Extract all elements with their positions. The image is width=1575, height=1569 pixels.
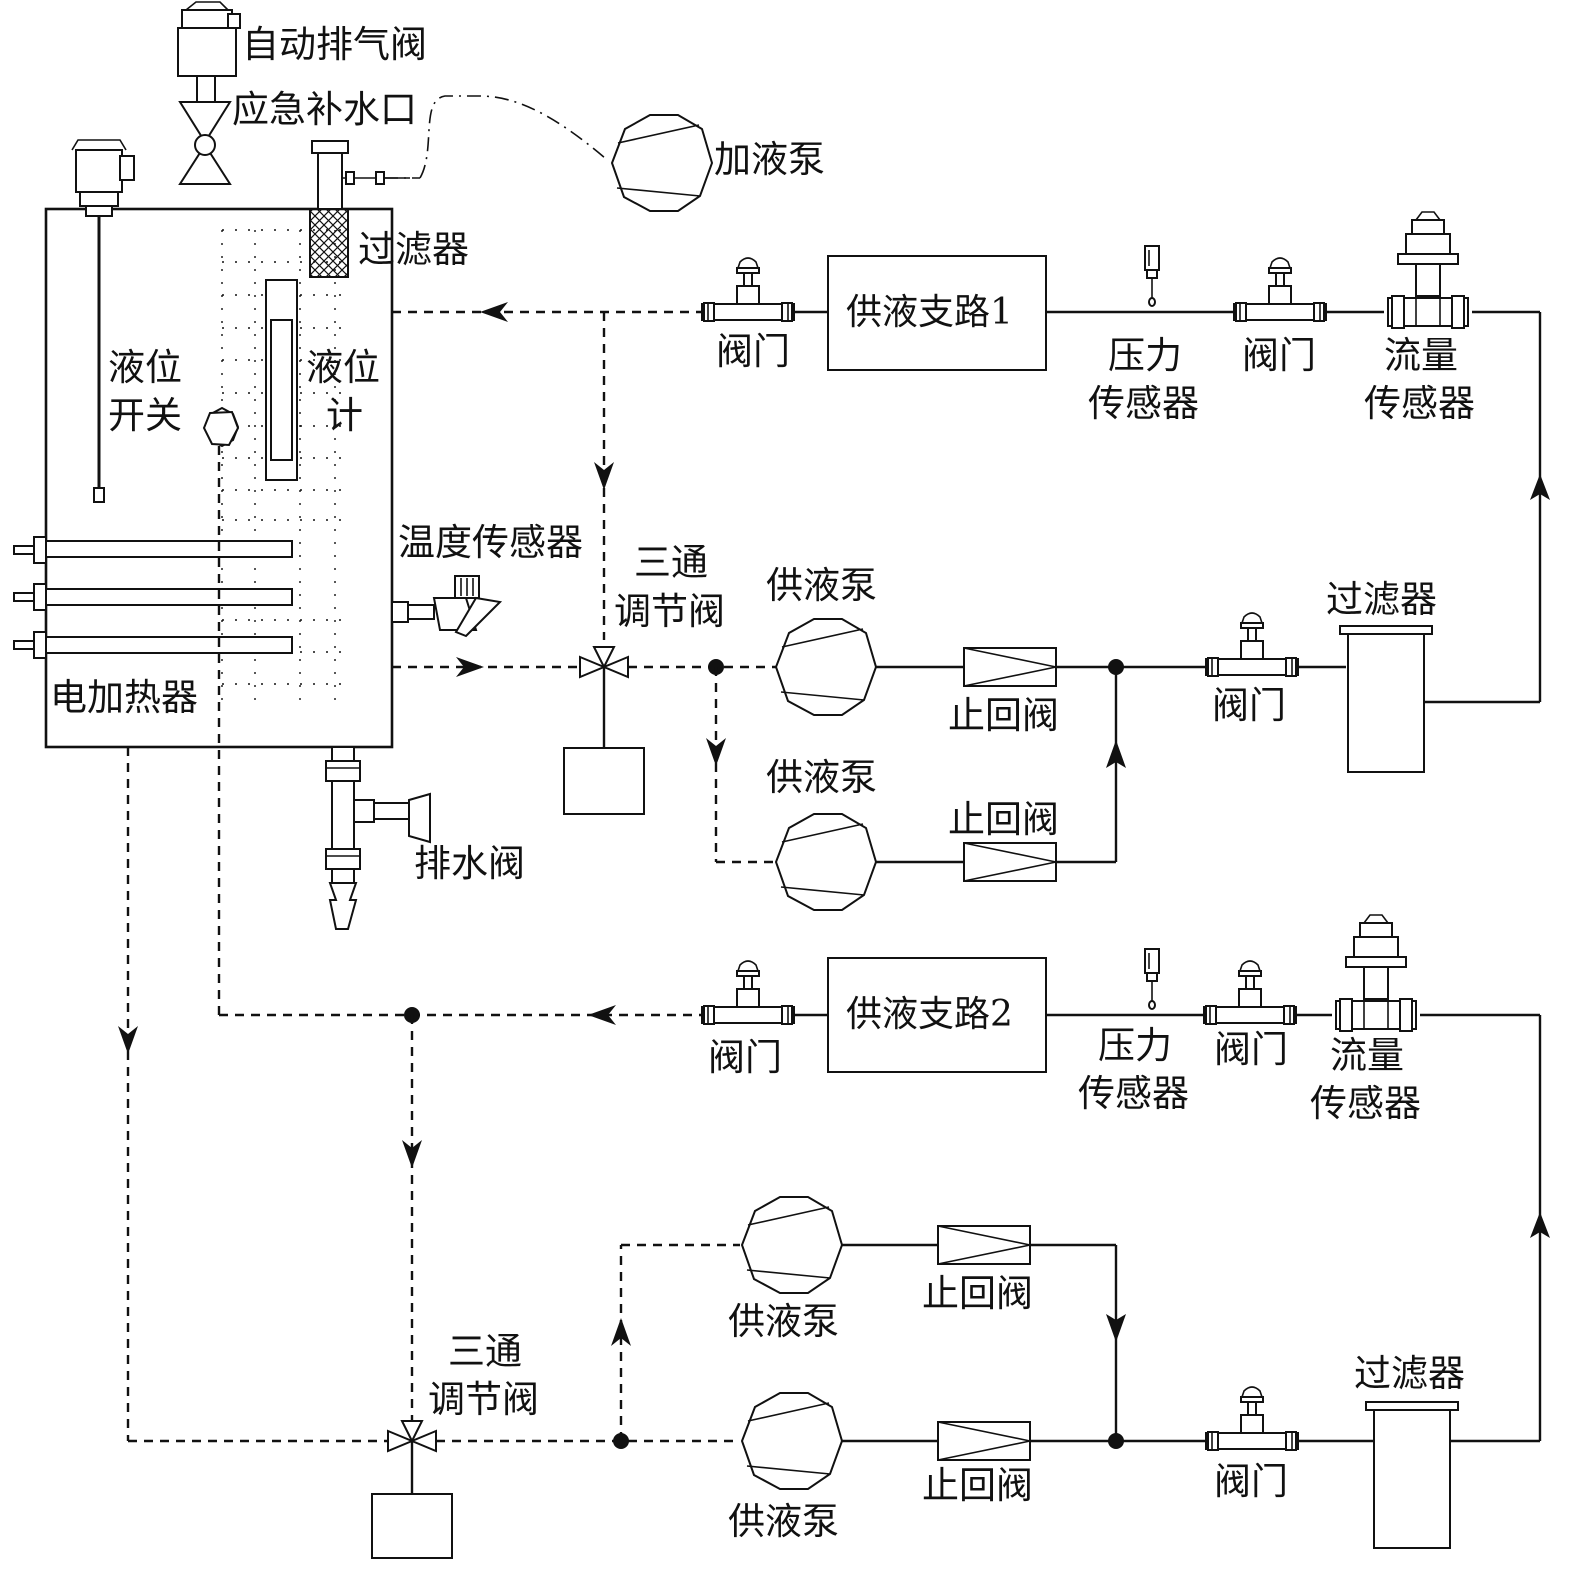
float-switch — [202, 406, 240, 448]
drain-valve — [325, 746, 431, 930]
branch1-flow-sensor — [1387, 211, 1469, 329]
branch2-pressure-sensor — [1144, 948, 1160, 1010]
branch1-valve — [1233, 257, 1327, 322]
label-branch2-return-valve: 阀门 — [708, 1036, 782, 1079]
label-upper-filter: 过滤器 — [1326, 578, 1437, 621]
branch2-supply-line — [790, 957, 1550, 1443]
label-upper-valve: 阀门 — [1212, 684, 1286, 727]
labels: 自动排气阀 应急补水口 加液泵 过滤器 液位 开关 液位 计 电加热器 温度传感… — [50, 23, 1475, 1543]
fill-pump — [611, 114, 713, 212]
temperature-sensor — [391, 575, 503, 638]
lower-check-valve-a — [937, 1225, 1031, 1265]
label-level-switch-2: 开关 — [108, 394, 182, 437]
label-upper-3way: 三通 — [634, 541, 708, 584]
label-branch2-flow-2: 传感器 — [1310, 1082, 1421, 1125]
label-level-gauge-2: 计 — [326, 394, 363, 437]
upper-pump-group-lines — [392, 657, 1346, 864]
label-branch2-pressure-2: 传感器 — [1078, 1072, 1189, 1115]
branch2-return-line — [118, 446, 702, 1443]
branch1-supply-line — [790, 255, 1550, 704]
label-lower-check-a: 止回阀 — [922, 1272, 1033, 1315]
label-branch2-box: 供液支路2 — [846, 994, 1013, 1035]
upper-valve — [1205, 612, 1299, 677]
label-level-switch: 液位 — [108, 346, 182, 389]
branch1-return-valve — [701, 257, 795, 322]
branch1-return-line — [392, 302, 702, 640]
label-lower-check-b: 止回阀 — [922, 1464, 1033, 1507]
label-branch1-flow-2: 传感器 — [1364, 382, 1475, 425]
label-drain-valve: 排水阀 — [414, 842, 525, 885]
label-tank-filter: 过滤器 — [358, 228, 469, 271]
label-lower-3way: 三通 — [448, 1330, 522, 1373]
label-branch2-pressure: 压力 — [1098, 1024, 1172, 1067]
label-lower-valve: 阀门 — [1214, 1460, 1288, 1503]
lower-pump-b — [741, 1392, 843, 1490]
label-upper-check-a: 止回阀 — [948, 694, 1059, 737]
upper-pump-a — [775, 618, 877, 716]
upper-check-valve-a — [963, 647, 1057, 687]
level-switch — [71, 139, 135, 503]
label-lower-pump-a: 供液泵 — [728, 1300, 839, 1343]
label-lower-3way-2: 调节阀 — [428, 1378, 539, 1421]
label-lower-pump-b: 供液泵 — [728, 1500, 839, 1543]
label-branch2-flow: 流量 — [1330, 1034, 1404, 1077]
label-branch1-box: 供液支路1 — [846, 292, 1013, 333]
tank-filter — [309, 208, 349, 278]
label-branch1-pressure-2: 传感器 — [1088, 382, 1199, 425]
label-branch1-return-valve: 阀门 — [716, 330, 790, 373]
lower-filter — [1365, 1401, 1459, 1549]
label-branch2-valve: 阀门 — [1214, 1028, 1288, 1071]
label-auto-vent: 自动排气阀 — [242, 23, 427, 66]
label-branch1-valve: 阀门 — [1242, 334, 1316, 377]
upper-check-valve-b — [963, 842, 1057, 882]
auto-vent-valve — [177, 1, 241, 185]
lower-valve — [1205, 1386, 1299, 1451]
label-electric-heater: 电加热器 — [50, 676, 198, 719]
branch2-return-valve — [701, 960, 795, 1025]
level-gauge — [265, 279, 298, 481]
label-upper-3way-2: 调节阀 — [614, 590, 725, 633]
label-upper-check-b: 止回阀 — [948, 798, 1059, 841]
label-upper-pump-a: 供液泵 — [766, 564, 877, 607]
label-emergency-fill: 应急补水口 — [232, 88, 417, 131]
label-temperature-sensor: 温度传感器 — [398, 521, 583, 564]
branch2-flow-sensor — [1335, 914, 1417, 1032]
fill-pump-line — [419, 95, 606, 179]
lower-pump-group-lines — [371, 1243, 1374, 1559]
label-branch1-pressure: 压力 — [1108, 334, 1182, 377]
lower-check-valve-b — [937, 1421, 1031, 1461]
electric-heater — [13, 536, 293, 659]
upper-pump-b — [775, 813, 877, 911]
label-fill-pump: 加液泵 — [714, 138, 825, 181]
lower-pump-a — [741, 1196, 843, 1294]
label-upper-pump-b: 供液泵 — [766, 756, 877, 799]
label-branch1-flow: 流量 — [1384, 334, 1458, 377]
label-lower-filter: 过滤器 — [1354, 1352, 1465, 1395]
emergency-fill-port — [311, 140, 420, 210]
label-level-gauge: 液位 — [306, 346, 380, 389]
upper-filter — [1339, 625, 1433, 773]
branch1-pressure-sensor — [1144, 245, 1160, 307]
branch2-valve — [1203, 960, 1297, 1025]
